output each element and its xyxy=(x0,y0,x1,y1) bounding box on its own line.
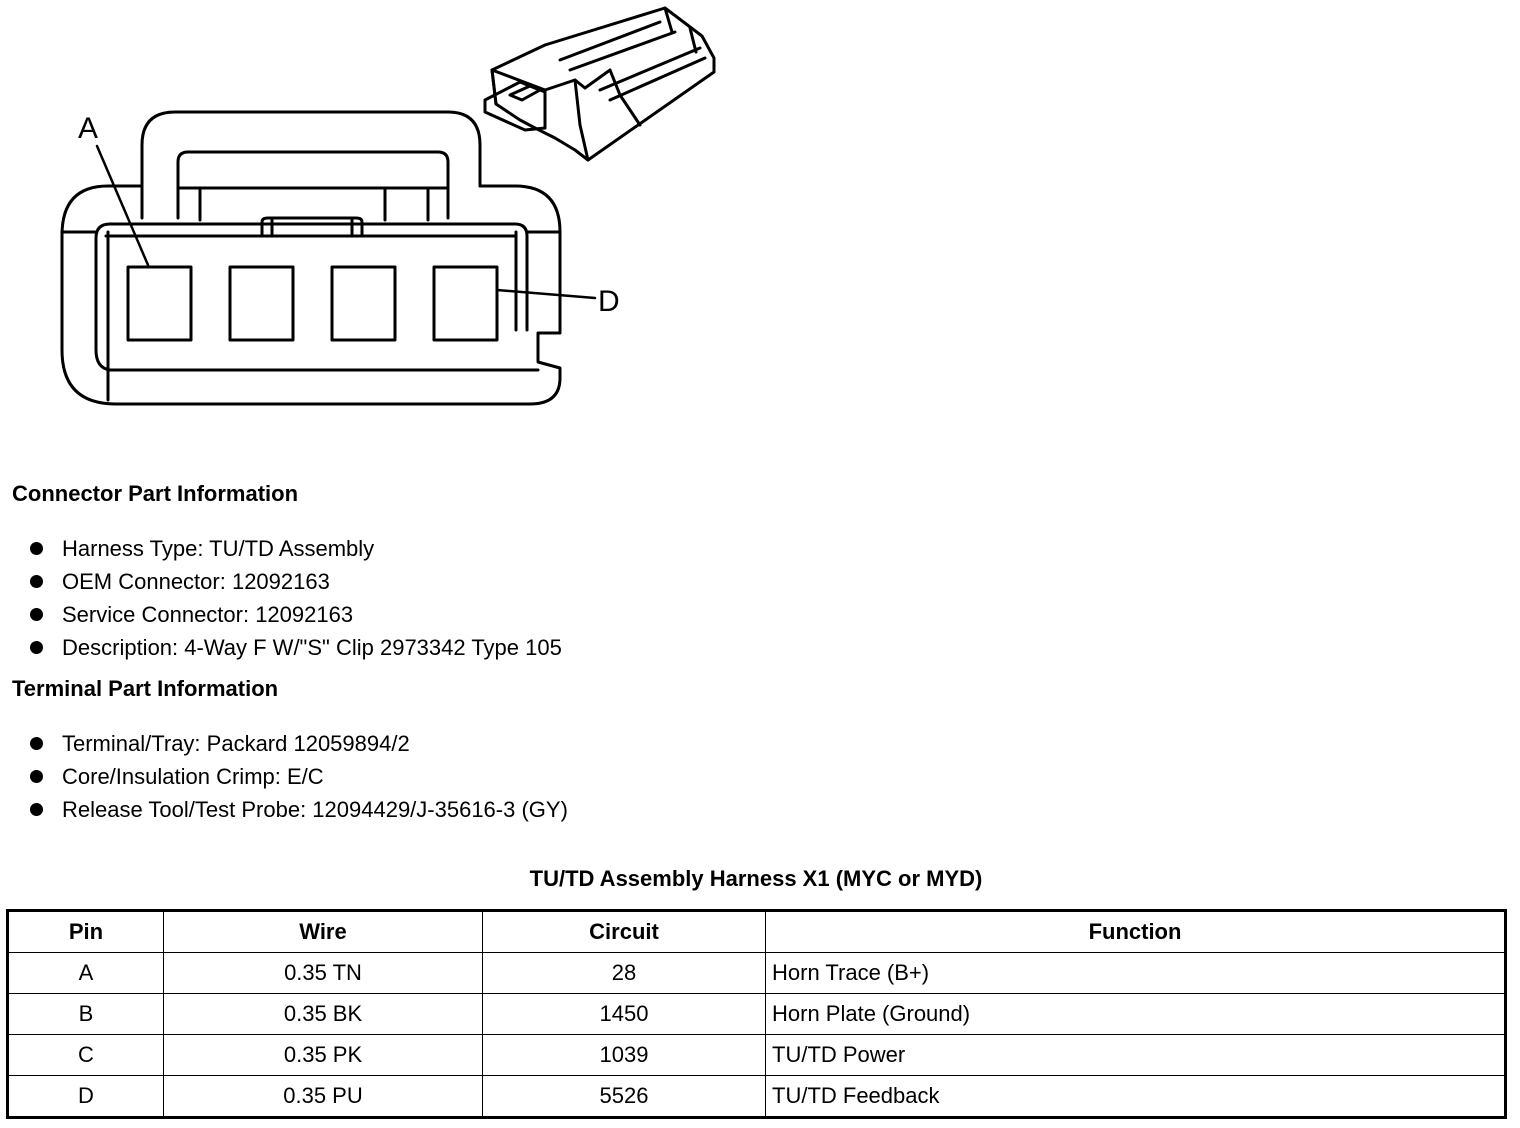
column-header-circuit: Circuit xyxy=(482,910,766,953)
cell-function: TU/TD Power xyxy=(765,1034,1506,1076)
bullet-icon xyxy=(30,803,43,816)
pin-table: Pin Wire Circuit Function A 0.35 TN 28 H… xyxy=(6,909,1507,1119)
list-item: Description: 4-Way F W/"S" Clip 2973342 … xyxy=(30,631,562,664)
cell-circuit: 1450 xyxy=(482,993,766,1035)
column-header-function: Function xyxy=(765,910,1506,953)
cavity-b xyxy=(228,265,295,342)
callout-a-leader xyxy=(95,144,150,267)
connector-diagram: A D xyxy=(60,6,716,406)
cell-circuit: 28 xyxy=(482,952,766,994)
connector-info-heading: Connector Part Information xyxy=(12,481,299,506)
bullet-icon xyxy=(30,641,43,654)
list-item: Release Tool/Test Probe: 12094429/J-3561… xyxy=(30,793,568,826)
cell-function: Horn Trace (B+) xyxy=(765,952,1506,994)
bullet-icon xyxy=(30,770,43,783)
terminal-info-heading: Terminal Part Information xyxy=(12,676,279,701)
table-row: B 0.35 BK 1450 Horn Plate (Ground) xyxy=(7,993,1506,1035)
bullet-icon xyxy=(30,575,43,588)
cell-wire: 0.35 BK xyxy=(163,993,483,1035)
cell-pin: B xyxy=(7,993,164,1035)
connector-face xyxy=(60,110,562,406)
table-row: C 0.35 PK 1039 TU/TD Power xyxy=(7,1034,1506,1076)
cavity-c xyxy=(330,265,397,342)
cell-circuit: 5526 xyxy=(482,1075,766,1118)
table-row: A 0.35 TN 28 Horn Trace (B+) xyxy=(7,952,1506,994)
table-header-row: Pin Wire Circuit Function xyxy=(7,910,1506,953)
column-header-pin: Pin xyxy=(7,910,164,953)
cell-pin: A xyxy=(7,952,164,994)
cell-function: TU/TD Feedback xyxy=(765,1075,1506,1118)
callout-d-label: D xyxy=(598,285,620,318)
cell-pin: C xyxy=(7,1034,164,1076)
connector-isometric-view xyxy=(483,6,716,162)
list-item: OEM Connector: 12092163 xyxy=(30,565,562,598)
list-item: Core/Insulation Crimp: E/C xyxy=(30,760,568,793)
bullet-icon xyxy=(30,542,43,555)
list-item: Service Connector: 12092163 xyxy=(30,598,562,631)
list-item: Harness Type: TU/TD Assembly xyxy=(30,532,562,565)
cavity-a xyxy=(126,265,193,342)
bullet-icon xyxy=(30,737,43,750)
callout-d-leader xyxy=(495,288,597,300)
list-item: Terminal/Tray: Packard 12059894/2 xyxy=(30,727,568,760)
cell-circuit: 1039 xyxy=(482,1034,766,1076)
table-row: D 0.35 PU 5526 TU/TD Feedback xyxy=(7,1075,1506,1118)
cell-wire: 0.35 PK xyxy=(163,1034,483,1076)
cavity-d xyxy=(432,265,499,342)
pin-table-title: TU/TD Assembly Harness X1 (MYC or MYD) xyxy=(529,866,983,891)
cell-wire: 0.35 TN xyxy=(163,952,483,994)
cell-pin: D xyxy=(7,1075,164,1118)
column-header-wire: Wire xyxy=(163,910,483,953)
cell-wire: 0.35 PU xyxy=(163,1075,483,1118)
callout-a-label: A xyxy=(78,112,98,145)
terminal-info-list: Terminal/Tray: Packard 12059894/2 Core/I… xyxy=(30,727,568,826)
cell-function: Horn Plate (Ground) xyxy=(765,993,1506,1035)
connector-info-list: Harness Type: TU/TD Assembly OEM Connect… xyxy=(30,532,562,664)
bullet-icon xyxy=(30,608,43,621)
